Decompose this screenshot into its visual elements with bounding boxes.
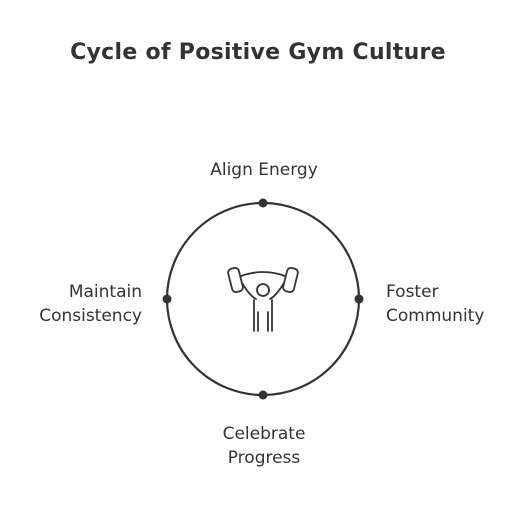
node-label-right-line1: Foster [386,282,439,302]
node-label-left-line2: Consistency [39,306,142,326]
node-label-bottom: Celebrate Progress [164,422,364,470]
weightlifter-icon [227,266,299,332]
node-dot-right [354,294,364,304]
node-dot-left [162,294,172,304]
diagram-title: Cycle of Positive Gym Culture [70,40,446,65]
cycle-ring [165,201,361,397]
node-label-left: Maintain Consistency [0,280,142,328]
node-label-top-line1: Align Energy [210,160,318,180]
node-label-bottom-line2: Progress [227,448,301,468]
node-dot-bottom [258,390,268,400]
node-label-right-line2: Community [386,306,485,326]
node-label-left-line1: Maintain [68,282,142,302]
node-dot-top [258,198,268,208]
node-label-top: Align Energy [164,158,364,182]
node-label-right: Foster Community [386,280,516,328]
node-label-bottom-line1: Celebrate [222,424,306,444]
